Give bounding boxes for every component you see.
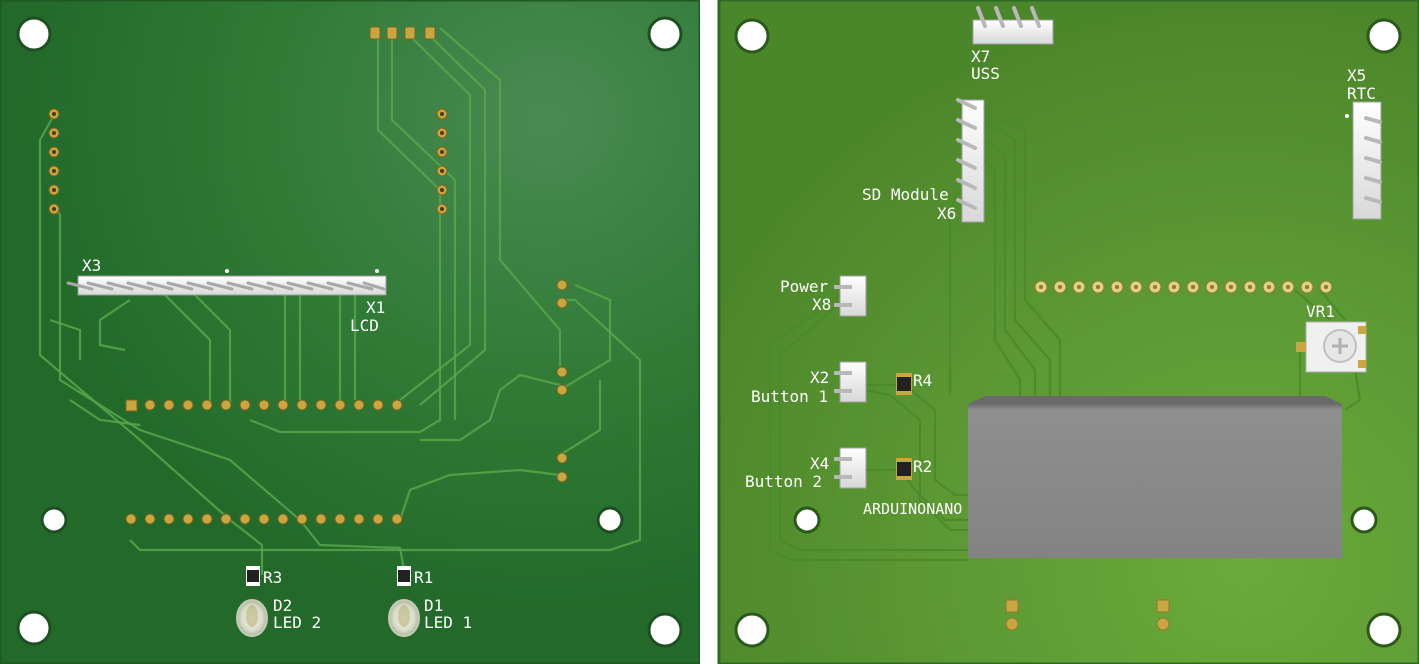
pcb-top-view: X3 X1 LCD R3 R1 D2 LED 2 D1 LED 1: [0, 0, 702, 664]
led-d2: [236, 599, 268, 637]
label-x6: X6: [937, 204, 956, 223]
label-r2: R2: [913, 457, 932, 476]
label-d2: D2: [273, 596, 292, 615]
mounting-hole: [647, 16, 683, 52]
label-button2: Button 2: [745, 472, 822, 491]
mounting-hole: [596, 506, 624, 534]
arduino-nano-module: [968, 396, 1342, 558]
label-x5: X5: [1347, 66, 1366, 85]
label-power: Power: [780, 277, 829, 296]
label-button1: Button 1: [751, 387, 828, 406]
label-lcd: LCD: [350, 316, 379, 335]
mounting-hole: [647, 612, 683, 648]
led-d1: [388, 599, 420, 637]
connector-x7: [972, 6, 1054, 45]
resistor-r3: [246, 566, 260, 586]
label-vr1: VR1: [1306, 302, 1335, 321]
label-rtc: RTC: [1347, 84, 1376, 103]
copper-traces-top: [38, 27, 642, 576]
mounting-holes-bottom: [734, 18, 1402, 648]
mounting-hole: [40, 506, 68, 534]
label-x4: X4: [810, 454, 829, 473]
resistor-r2: [896, 458, 912, 480]
pcb-bottom-view: X7 USS X5 RTC SD Module X6 Power X8 X2 B…: [717, 0, 1419, 664]
label-led2: LED 2: [273, 613, 321, 632]
mounting-holes-top: [16, 16, 683, 648]
mounting-hole: [1350, 506, 1378, 534]
label-sd-module: SD Module: [862, 185, 949, 204]
label-r3: R3: [263, 568, 282, 587]
mounting-hole: [734, 18, 770, 54]
label-uss: USS: [971, 64, 1000, 83]
resistor-r4: [896, 373, 912, 395]
label-x8: X8: [812, 295, 831, 314]
potentiometer-vr1: [1296, 321, 1367, 373]
test-pads-bottom: [1005, 599, 1170, 631]
label-x7: X7: [971, 47, 990, 66]
label-r4: R4: [913, 371, 932, 390]
copper-traces-bottom: [768, 113, 1362, 562]
mounting-hole: [734, 612, 770, 648]
connector-x2: [834, 361, 867, 403]
mounting-hole: [793, 506, 821, 534]
label-arduino: ARDUINONANO: [863, 500, 962, 518]
board-substrate-top: [0, 0, 702, 664]
resistor-r1: [397, 566, 411, 586]
label-led1: LED 1: [424, 613, 472, 632]
connector-x4: [834, 447, 867, 489]
mounting-hole: [1366, 18, 1402, 54]
connector-x6: [956, 98, 985, 223]
label-d1: D1: [424, 596, 443, 615]
lcd-pin-header: [66, 269, 387, 296]
connector-x8: [834, 275, 867, 317]
mounting-hole: [1366, 612, 1402, 648]
label-x2: X2: [810, 368, 829, 387]
mounting-hole: [16, 610, 52, 646]
pad-array-top: [48, 26, 568, 525]
connector-x5: [1345, 101, 1382, 220]
label-x3: X3: [82, 256, 101, 275]
label-x1: X1: [366, 298, 385, 317]
label-r1: R1: [414, 568, 433, 587]
mounting-hole: [16, 16, 52, 52]
